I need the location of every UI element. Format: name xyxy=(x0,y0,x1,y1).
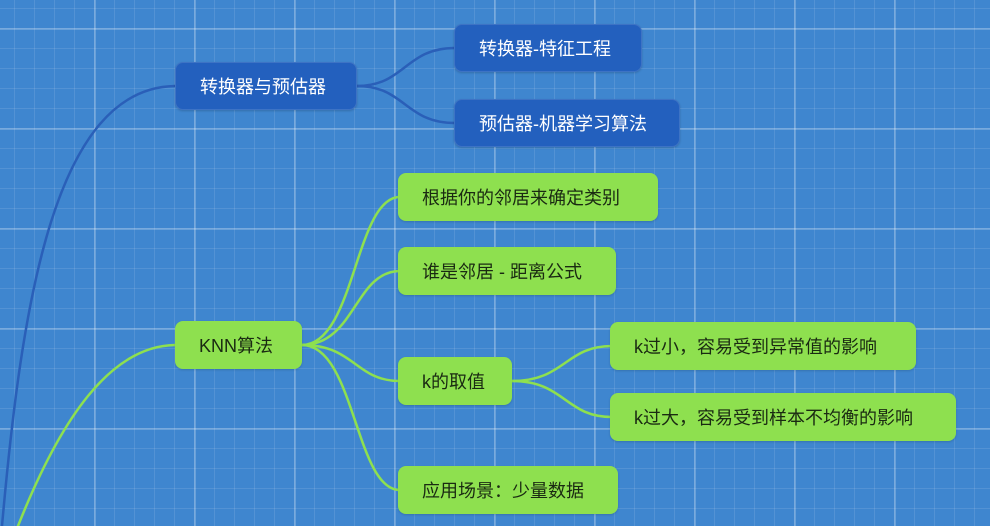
node-estimator-ml[interactable]: 预估器-机器学习算法 xyxy=(454,99,680,147)
node-knn-k-value[interactable]: k的取值 xyxy=(398,357,512,405)
node-label: k过小，容易受到异常值的影响 xyxy=(634,337,877,357)
link-knn-scenario xyxy=(300,343,402,492)
link-knn-k-value xyxy=(300,343,402,383)
link-knn-neighbors xyxy=(300,195,402,347)
node-k-small[interactable]: k过小，容易受到异常值的影响 xyxy=(610,322,916,370)
node-label: 转换器-特征工程 xyxy=(479,39,611,59)
node-label: KNN算法 xyxy=(199,336,274,356)
node-label: k的取值 xyxy=(422,372,485,392)
node-knn-scenario[interactable]: 应用场景：少量数据 xyxy=(398,466,618,514)
node-knn-neighbors[interactable]: 根据你的邻居来确定类别 xyxy=(398,173,658,221)
link-knn-distance xyxy=(300,269,402,347)
node-knn[interactable]: KNN算法 xyxy=(175,321,302,369)
node-label: 根据你的邻居来确定类别 xyxy=(422,188,620,208)
link-transformer-feature xyxy=(355,46,457,88)
node-label: 应用场景：少量数据 xyxy=(422,481,584,501)
link-root-knn xyxy=(16,343,177,526)
node-transformer-feature[interactable]: 转换器-特征工程 xyxy=(454,24,642,72)
link-estimator-ml xyxy=(355,84,457,125)
node-label: 谁是邻居 - 距离公式 xyxy=(422,262,582,282)
node-label: 预估器-机器学习算法 xyxy=(479,114,647,134)
link-root-transformer-estimator xyxy=(0,84,177,526)
node-label: k过大，容易受到样本不均衡的影响 xyxy=(634,408,913,428)
node-transformer-estimator[interactable]: 转换器与预估器 xyxy=(175,62,357,110)
node-knn-distance[interactable]: 谁是邻居 - 距离公式 xyxy=(398,247,616,295)
link-k-small xyxy=(510,344,614,383)
node-k-large[interactable]: k过大，容易受到样本不均衡的影响 xyxy=(610,393,956,441)
node-label: 转换器与预估器 xyxy=(200,77,326,97)
link-k-large xyxy=(510,379,614,419)
